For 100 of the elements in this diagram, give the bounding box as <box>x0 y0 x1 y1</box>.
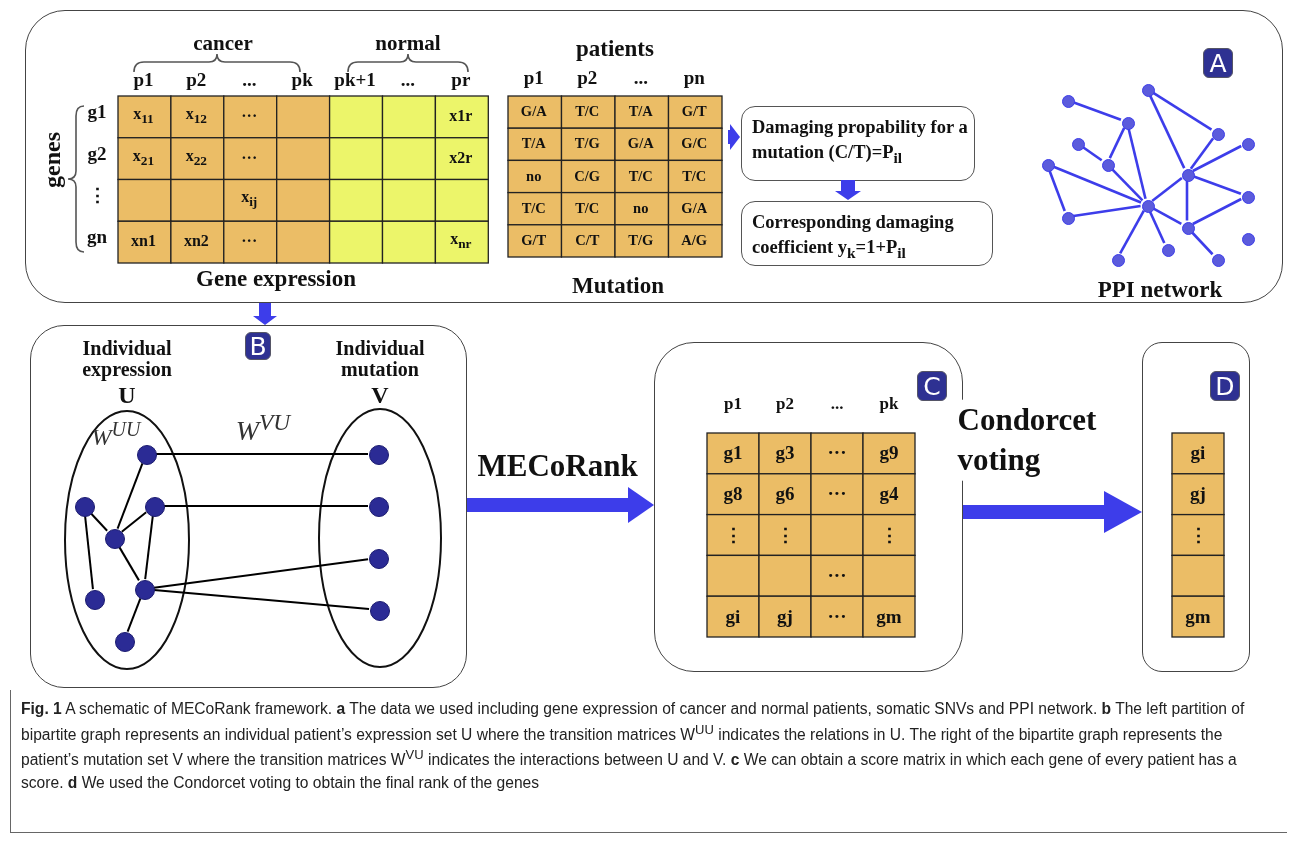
group-label: genes <box>38 132 66 188</box>
network-node <box>1241 190 1255 204</box>
network-node <box>1181 168 1195 182</box>
matrix-title: Gene expression <box>196 266 356 292</box>
matrix-value: g6 <box>775 483 795 506</box>
matrix-value: T/C <box>521 199 546 217</box>
network-node <box>1141 199 1155 213</box>
row-header: ⋮ <box>87 183 107 207</box>
network-link <box>163 505 369 507</box>
network-link <box>116 462 144 530</box>
column-header: ... <box>633 67 648 89</box>
matrix-value: g8 <box>723 483 743 506</box>
set-heading: Individual mutation <box>334 338 426 380</box>
network-node <box>1111 253 1125 267</box>
matrix-value: x2r <box>449 148 473 167</box>
matrix-value: g4 <box>879 483 899 506</box>
row-header: g1 <box>87 100 107 123</box>
flow-arrow <box>467 487 654 523</box>
network-node <box>85 590 105 610</box>
network-link <box>1052 165 1142 204</box>
matrix-value: ··· <box>827 483 847 506</box>
column-header: p1 <box>724 394 742 414</box>
column-header: ... <box>400 69 416 91</box>
matrix-value: gi <box>1190 442 1206 465</box>
column-header: p2 <box>577 67 598 89</box>
network-node <box>75 497 95 517</box>
flow-arrow <box>253 303 277 325</box>
box-text: Corresponding damaging coefficient y$_{k}$=1+P$_{il}$ <box>752 211 955 263</box>
matrix-value: ··· <box>827 442 847 465</box>
matrix-value: no <box>633 199 649 217</box>
network-node <box>1041 158 1055 172</box>
network-link <box>1081 145 1103 162</box>
weight-label: W$^{UU}$ <box>91 419 141 451</box>
matrix-value: gm <box>1185 605 1211 628</box>
matrix-value: T/C <box>575 102 600 120</box>
matrix-value: x$_{22}$ <box>185 146 207 169</box>
column-header: p2 <box>776 394 794 414</box>
column-header: p2 <box>186 69 207 91</box>
column-header: pk <box>291 69 313 91</box>
network-node <box>1211 253 1225 267</box>
matrix-value: x1r <box>449 106 473 125</box>
row-header: g2 <box>87 142 107 165</box>
network-link <box>1119 210 1145 254</box>
matrix-value: T/C <box>628 167 653 184</box>
matrix-value: ··· <box>241 106 258 125</box>
process-box <box>741 106 975 181</box>
network-node <box>115 632 135 652</box>
matrix-value: T/A <box>628 102 653 120</box>
matrix-title: Mutation <box>572 273 664 299</box>
matrix-value: no <box>526 167 542 184</box>
network-node <box>1181 221 1195 235</box>
network-link <box>126 597 142 633</box>
column-header: pr <box>451 69 471 91</box>
network-title: PPI network <box>1097 277 1223 303</box>
flow-arrow <box>963 491 1142 533</box>
panel-badge: B <box>245 332 271 360</box>
flow-arrow <box>728 124 740 150</box>
network-link <box>1189 137 1215 170</box>
network-node <box>1061 94 1075 108</box>
network-link <box>1048 169 1066 212</box>
network-link <box>155 453 369 455</box>
set-heading: Individual expression <box>81 338 173 380</box>
panel-badge: A <box>1203 48 1233 78</box>
matrix-value: ⋮ <box>775 523 795 547</box>
matrix-value: T/G <box>574 134 600 152</box>
network-link <box>1072 101 1122 121</box>
matrix-value: G/A <box>627 134 654 152</box>
network-link <box>144 514 154 581</box>
network-link <box>1152 207 1182 225</box>
network-node <box>135 580 155 600</box>
network-link <box>89 512 109 532</box>
network-link <box>1148 94 1186 169</box>
matrix-value: T/C <box>682 167 707 184</box>
matrix-title: patients <box>576 36 654 62</box>
matrix-value: C/T <box>575 231 600 249</box>
figure-caption: Fig. 1 A schematic of MECoRank framework. a The data we used including gene expression of cancer and normal patients, somatic SNVs and PPI network. b The left partition of bipartite graph represents an individual patient’s expression set U where the transition matrices W$^{UU}$ indicates the relations in U. The right of the bipartite graph represents the patient’s mutation set V where the transition matrices W$^{VU}$ indicates the interactions between U and V. c We can obtain a score matrix in which each gene of every patient has a score. d We used the Condorcet voting to obtain the final rank of the genes <box>10 690 1287 833</box>
matrix-value: ··· <box>827 564 847 587</box>
matrix-value: G/A <box>520 102 547 120</box>
set-letter: V <box>371 383 389 409</box>
network-node <box>1071 137 1085 151</box>
network-node <box>1101 158 1115 172</box>
matrix-value: g3 <box>775 442 795 465</box>
box-text: Damaging propability for a mutation (C/T)=P$_{il}$ <box>752 116 969 168</box>
network-link <box>1110 167 1144 202</box>
matrix-value: G/T <box>681 102 707 120</box>
network-link <box>1148 210 1166 244</box>
flow-arrow <box>835 180 861 200</box>
matrix-value: x$_{11}$ <box>133 104 154 127</box>
network-link <box>152 558 370 589</box>
matrix-value: ⋮ <box>723 523 743 547</box>
network-link <box>1151 176 1183 203</box>
matrix-value: gj <box>777 605 793 628</box>
group-label: normal <box>375 30 441 56</box>
matrix-value: T/C <box>575 199 600 217</box>
network-node <box>1241 137 1255 151</box>
matrix-value: G/C <box>681 134 708 152</box>
network-link <box>1190 230 1214 256</box>
matrix-value: A/G <box>681 231 708 249</box>
matrix-value: x$_{nr}$ <box>450 230 472 253</box>
panel <box>25 10 1283 303</box>
